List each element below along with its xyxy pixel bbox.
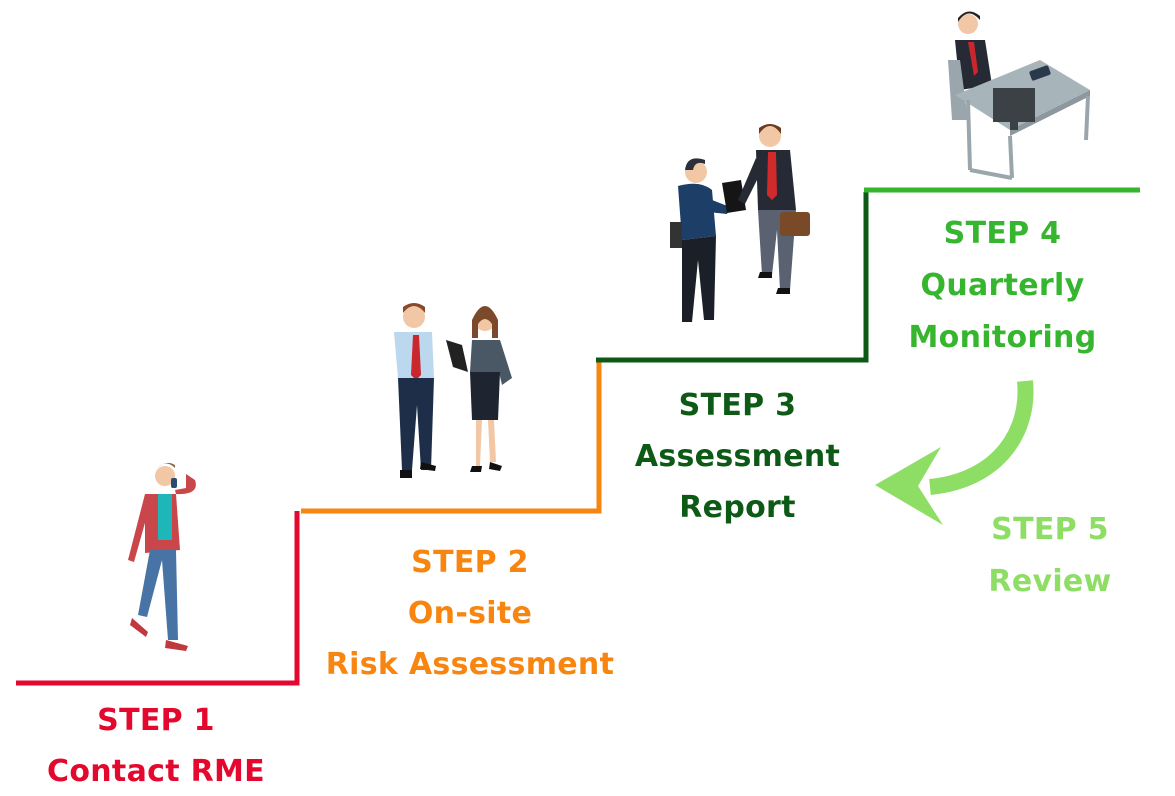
step-5-number: STEP 5: [991, 512, 1109, 547]
step-4-title-line-1: Quarterly: [920, 268, 1085, 303]
man-at-desk-icon: [948, 11, 1090, 180]
inspector-and-woman-icon: [394, 303, 512, 478]
step-3-line: [596, 192, 869, 363]
step-2-number: STEP 2: [411, 545, 529, 580]
man-on-phone-icon: [128, 462, 196, 651]
two-businessmen-icon: [670, 124, 810, 322]
step-1-line: [16, 511, 300, 686]
step-3-label: STEP 3 Assessment Report: [610, 380, 865, 533]
step-5-title: Review: [988, 564, 1112, 599]
step-1-label: STEP 1 Contact RME: [16, 695, 296, 796]
step-3-title-line-1: Assessment: [634, 439, 841, 474]
step-4-number: STEP 4: [943, 216, 1062, 251]
step-4-label: STEP 4 Quarterly Monitoring: [880, 208, 1125, 364]
step-2-line: [301, 361, 602, 514]
curved-return-arrow-icon: [875, 380, 1034, 525]
step-1-number: STEP 1: [97, 703, 215, 738]
step-4-title-line-2: Monitoring: [908, 320, 1097, 355]
step-2-title-line-1: On-site: [407, 596, 533, 631]
step-1-title: Contact RME: [47, 754, 265, 789]
step-3-title-line-2: Report: [679, 490, 796, 525]
step-3-number: STEP 3: [678, 388, 797, 423]
step-5-label: STEP 5 Review: [965, 504, 1135, 608]
step-2-title-line-2: Risk Assessment: [325, 647, 615, 682]
step-2-label: STEP 2 On-site Risk Assessment: [300, 537, 640, 690]
